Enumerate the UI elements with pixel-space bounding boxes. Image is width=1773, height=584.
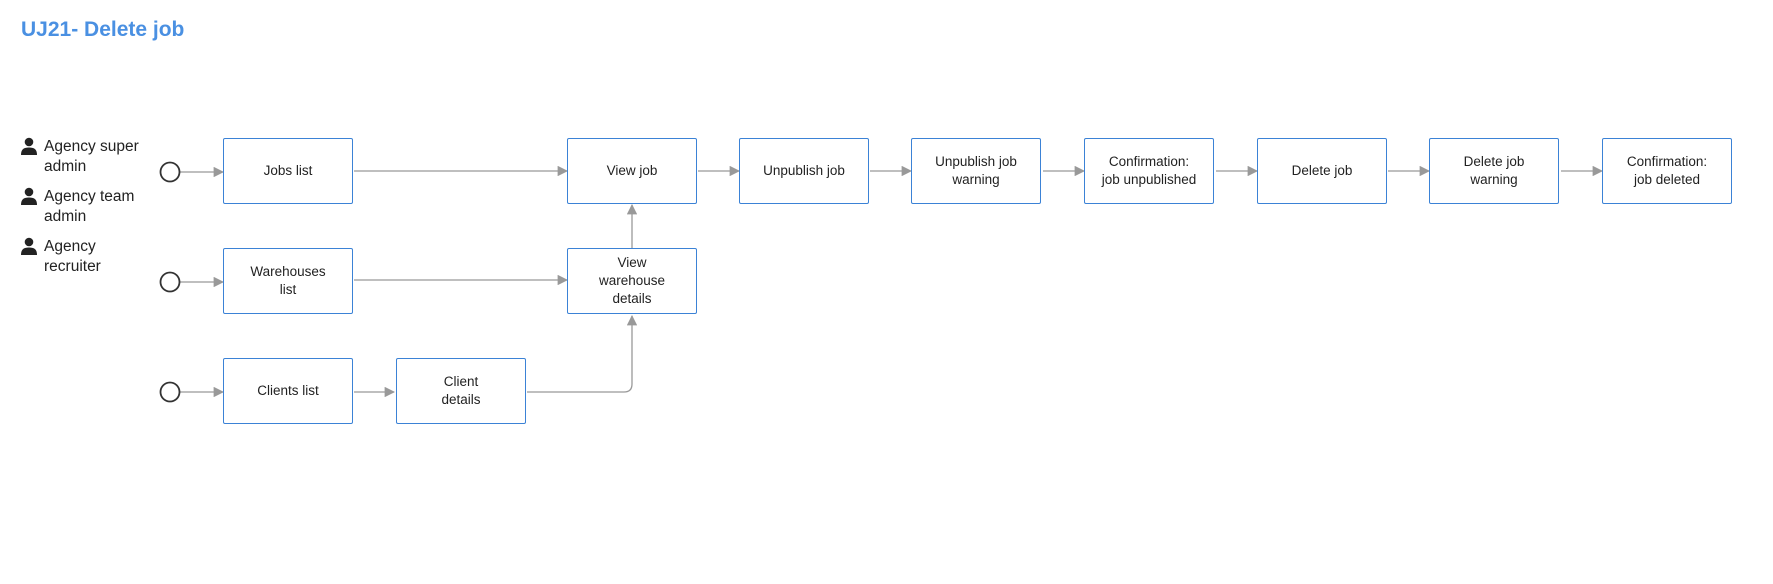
page-title: UJ21- Delete job — [21, 18, 185, 41]
role-agency-team-admin: Agency team admin — [20, 187, 140, 227]
person-icon — [21, 187, 37, 205]
role-label: Agency super admin — [44, 138, 139, 175]
node-confirmation-job-unpublished: Confirmation: job unpublished — [1084, 138, 1214, 204]
node-client-details: Client details — [396, 358, 526, 424]
node-clients-list: Clients list — [223, 358, 353, 424]
role-agency-super-admin: Agency super admin — [20, 137, 140, 177]
person-icon — [21, 237, 37, 255]
node-jobs-list: Jobs list — [223, 138, 353, 204]
start-node — [159, 381, 181, 403]
node-confirmation-job-deleted: Confirmation: job deleted — [1602, 138, 1732, 204]
node-delete-job-warning: Delete job warning — [1429, 138, 1559, 204]
node-unpublish-job-warning: Unpublish job warning — [911, 138, 1041, 204]
connector-details-warehouse — [527, 314, 638, 393]
node-view-warehouse-details: View warehouse details — [567, 248, 697, 314]
node-unpublish-job: Unpublish job — [739, 138, 869, 204]
person-icon — [21, 137, 37, 155]
role-label: Agency recruiter — [44, 238, 101, 275]
role-label: Agency team admin — [44, 188, 135, 225]
node-warehouses-list: Warehouses list — [223, 248, 353, 314]
node-delete-job: Delete job — [1257, 138, 1387, 204]
start-node — [159, 271, 181, 293]
start-node — [159, 161, 181, 183]
node-view-job: View job — [567, 138, 697, 204]
role-agency-recruiter: Agency recruiter — [20, 237, 140, 277]
